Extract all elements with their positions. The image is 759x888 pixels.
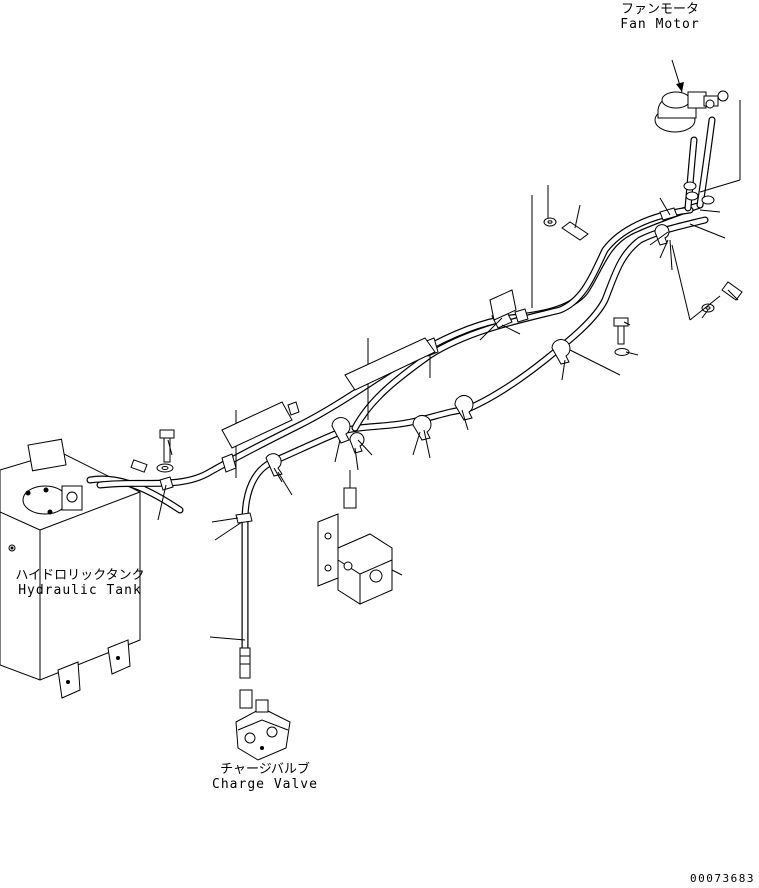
hydraulic-tank-label-en: Hydraulic Tank (18, 583, 142, 598)
hydraulic-tank-label-jp: ハイドロリックタンク (15, 568, 145, 583)
fan-motor-label-jp: ファンモータ (620, 2, 699, 17)
leader-lines (157, 59, 741, 641)
fan-motor-label: ファンモータ Fan Motor (605, 2, 715, 32)
drawing-number: 00073683 (690, 872, 755, 885)
fan-motor (654, 90, 729, 205)
charge-valve-label: チャージバルブ Charge Valve (205, 762, 325, 792)
charge-valve-label-en: Charge Valve (212, 777, 318, 792)
hose-lines (96, 116, 716, 679)
fan-motor-label-en: Fan Motor (620, 17, 700, 32)
charge-valve (235, 689, 291, 761)
hydraulic-tank-label: ハイドロリックタンク Hydraulic Tank (0, 568, 160, 598)
hose-clamps (159, 207, 678, 524)
hydraulic-tank (0, 438, 184, 699)
bolts-washers (130, 217, 743, 473)
valve-block-bracket (317, 470, 393, 605)
charge-valve-label-jp: チャージバルブ (220, 762, 310, 777)
group-brackets (221, 289, 517, 449)
